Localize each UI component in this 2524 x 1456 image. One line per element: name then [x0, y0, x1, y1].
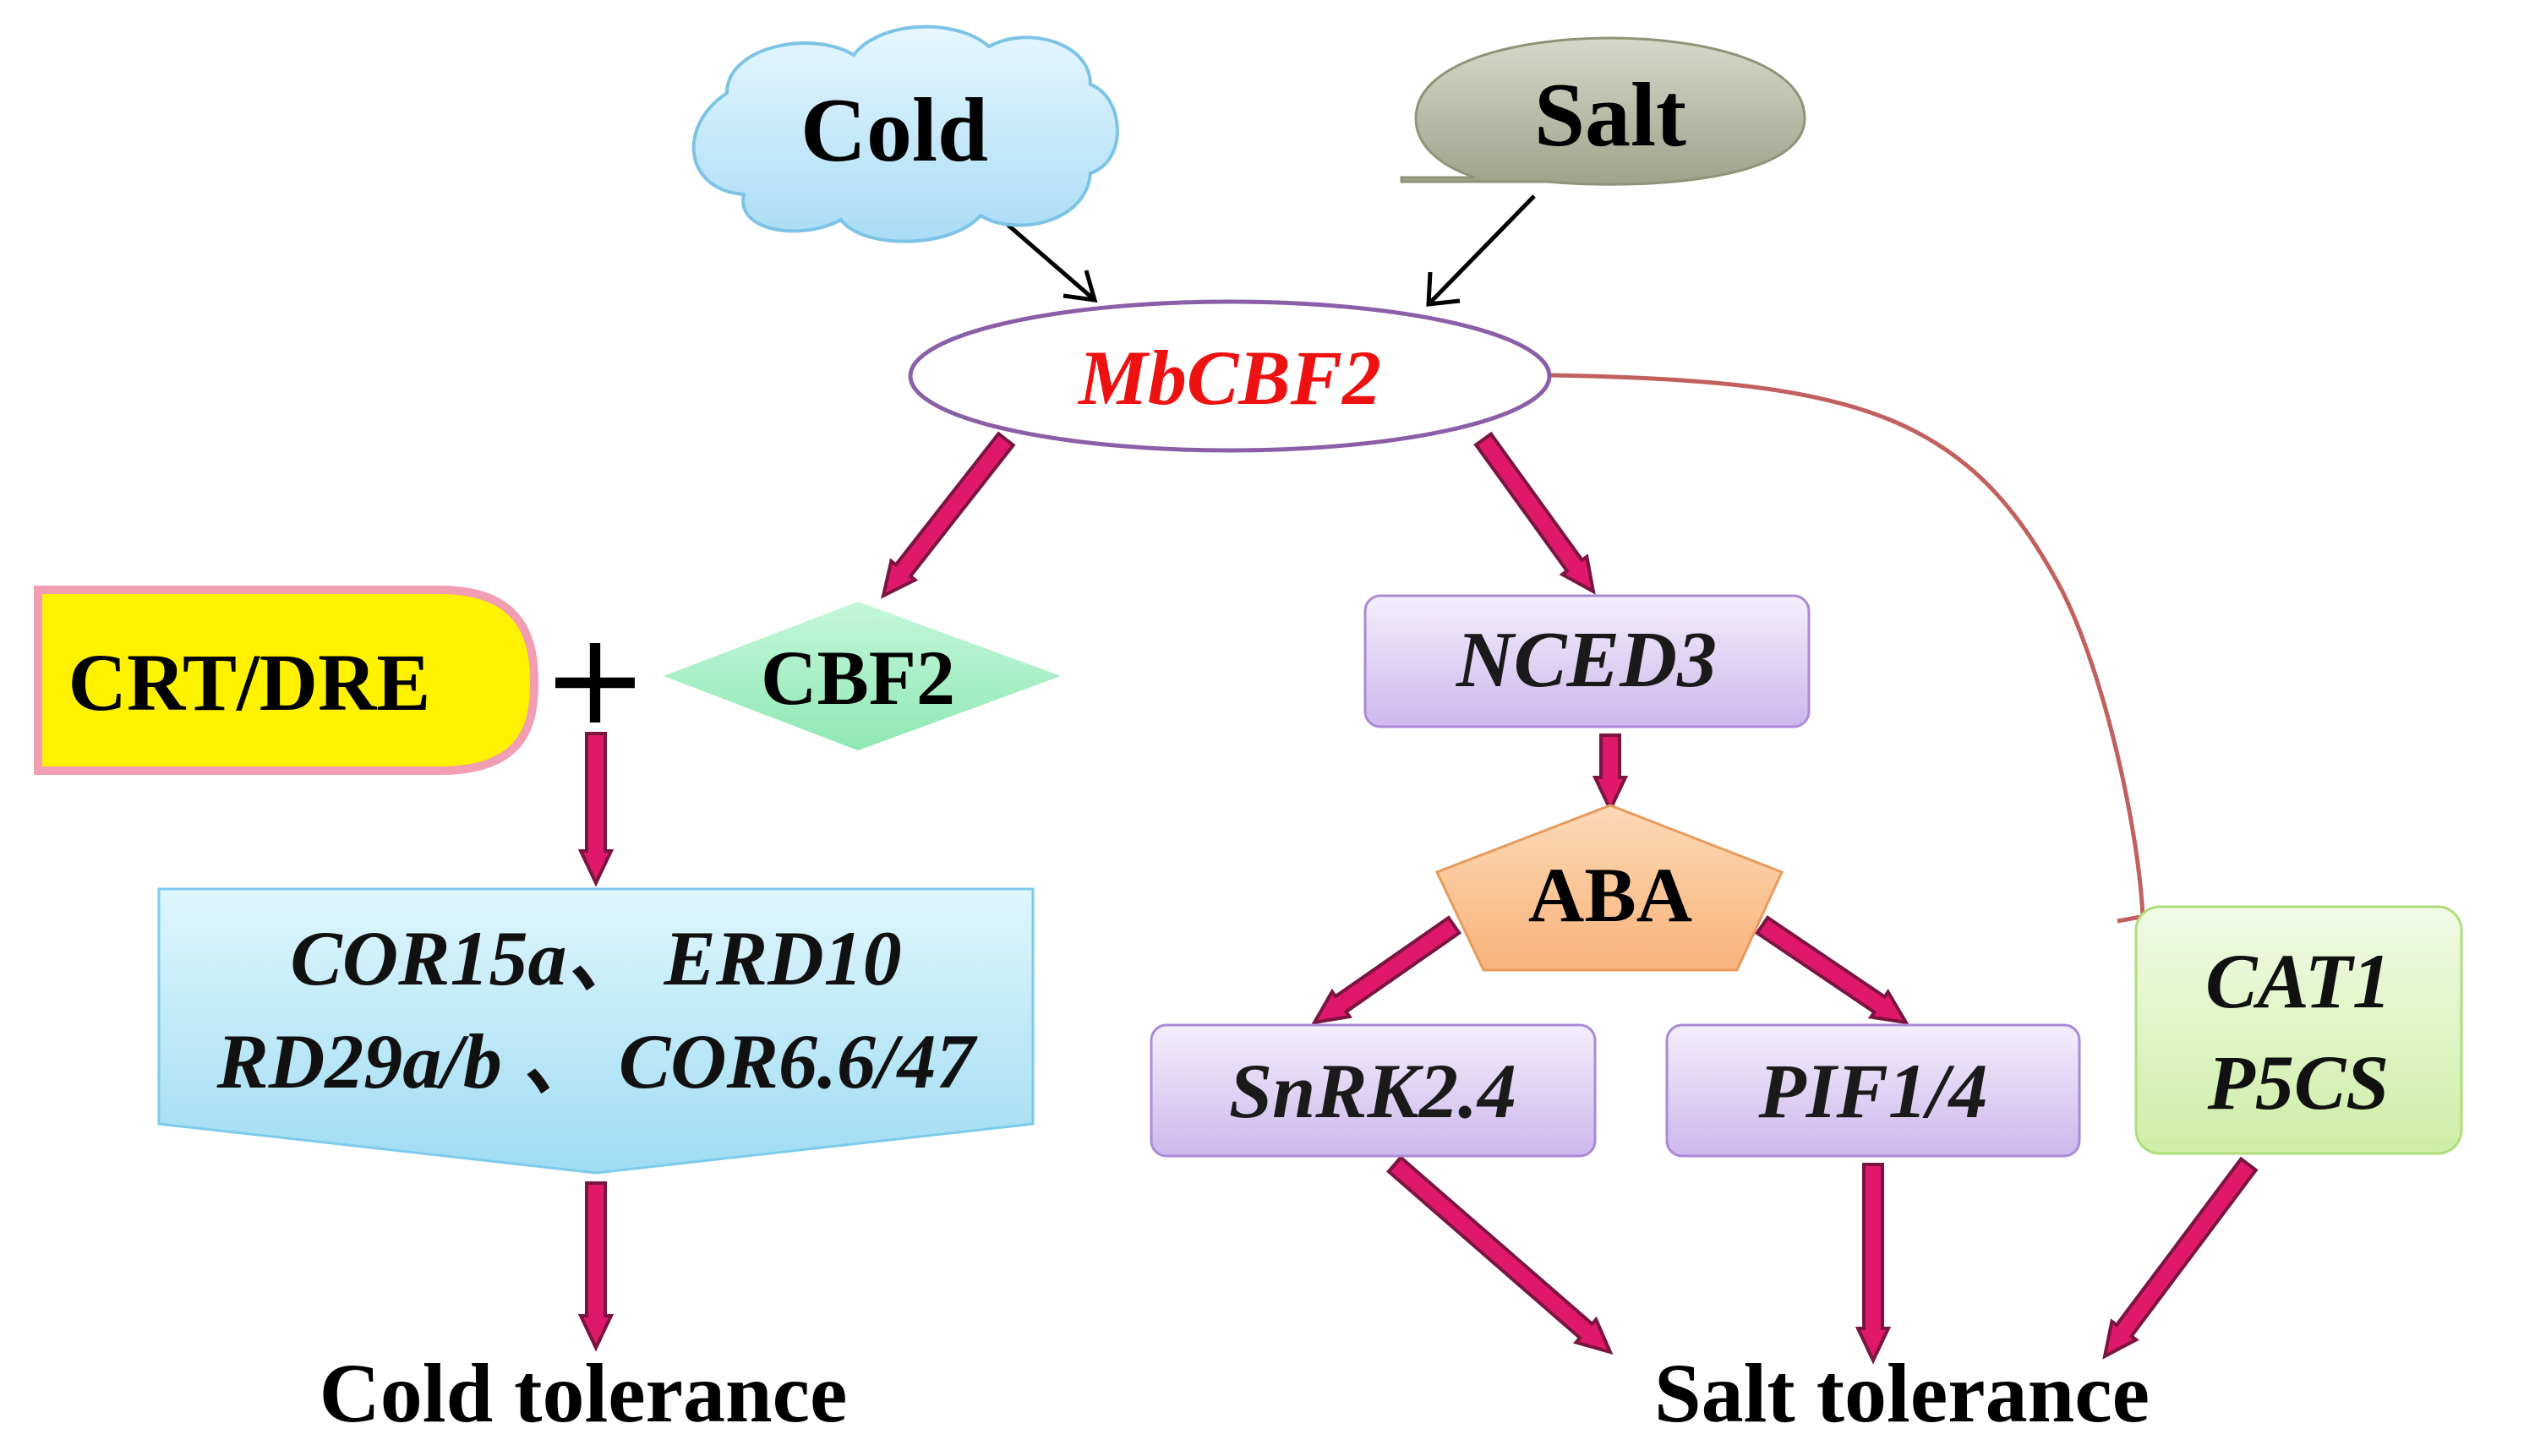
plus-sign: +: [542, 606, 648, 753]
salt-tolerance-label: Salt tolerance: [1654, 1346, 2150, 1440]
pif-label: PIF1/4: [1758, 1048, 1988, 1134]
aba-to-snrk-arrow: [1311, 915, 1462, 1025]
nced3-node: NCED3: [1363, 594, 1811, 728]
cold-stimulus: Cold: [691, 25, 1119, 243]
cat1-to-salt-tolerance-arrow: [2102, 1156, 2259, 1360]
snrk-node: SnRK2.4: [1150, 1023, 1597, 1158]
cold-tolerance-label: Cold tolerance: [320, 1346, 848, 1440]
nced3-to-aba-arrow: [1592, 733, 1629, 814]
cat1-p5cs-box: [2134, 905, 2463, 1155]
snrk-box: [1150, 1023, 1597, 1158]
pif-box: [1665, 1023, 2081, 1158]
aba-label: ABA: [1528, 852, 1692, 938]
cor-genes-shape: [157, 887, 1035, 1175]
crt-dre-label: CRT/DRE: [68, 637, 431, 728]
cat1-label: CAT1: [2205, 938, 2391, 1024]
cbf2-label: CBF2: [761, 635, 955, 721]
nced3-label: NCED3: [1456, 616, 1717, 704]
inhibit-line: [1548, 373, 2145, 918]
aba-node: ABA: [1434, 804, 1784, 972]
salt-label: Salt: [1534, 65, 1686, 166]
p5cs-label: P5CS: [2207, 1039, 2390, 1126]
snrk-label: SnRK2.4: [1229, 1048, 1516, 1134]
pif-to-salt-tolerance-arrow: [1855, 1163, 1892, 1365]
crt-dre-node: CRT/DRE: [34, 586, 539, 775]
cor-genes-line2: RD29a/b 、 COR6.6/47: [216, 1018, 978, 1104]
salt-stimulus: Salt: [1400, 36, 1806, 186]
cold-to-mbcbf2-arrowhead: [1063, 270, 1098, 303]
salt-to-mbcbf2-arrowhead: [1426, 271, 1461, 307]
cor-genes-line1: COR15a、 ERD10: [290, 915, 901, 1001]
salt-to-mbcbf2-arrow: [1427, 194, 1536, 306]
mbcbf2-to-cbf2-arrow: [881, 431, 1016, 599]
nced3-box: [1363, 594, 1811, 728]
cold-label: Cold: [800, 80, 988, 181]
cat1-p5cs-node: CAT1 P5CS: [2134, 905, 2463, 1155]
cor-genes-node: COR15a、 ERD10 RD29a/b 、 COR6.6/47: [157, 887, 1035, 1175]
crt-to-cor-arrow: [577, 732, 615, 887]
mbcbf2-ellipse: [908, 299, 1552, 453]
mbcbf2-label: MbCBF2: [1077, 335, 1381, 421]
cold-cloud-shape: [691, 25, 1119, 243]
mbcbf2-node: MbCBF2: [908, 299, 1552, 453]
snrk-to-salt-tolerance-arrow: [1385, 1154, 1614, 1355]
cor-to-cold-tolerance-arrow: [577, 1181, 615, 1352]
salt-balloon-shape: [1400, 36, 1806, 186]
crt-dre-shape: [34, 586, 539, 775]
aba-pentagon: [1434, 804, 1784, 972]
cbf2-diamond: [664, 602, 1061, 750]
thick-arrows: [577, 431, 2259, 1365]
mbcbf2-to-nced3-arrow: [1473, 431, 1596, 595]
aba-to-pif-arrow: [1755, 915, 1909, 1025]
cbf2-node: CBF2: [664, 602, 1061, 750]
pif-node: PIF1/4: [1665, 1023, 2081, 1158]
